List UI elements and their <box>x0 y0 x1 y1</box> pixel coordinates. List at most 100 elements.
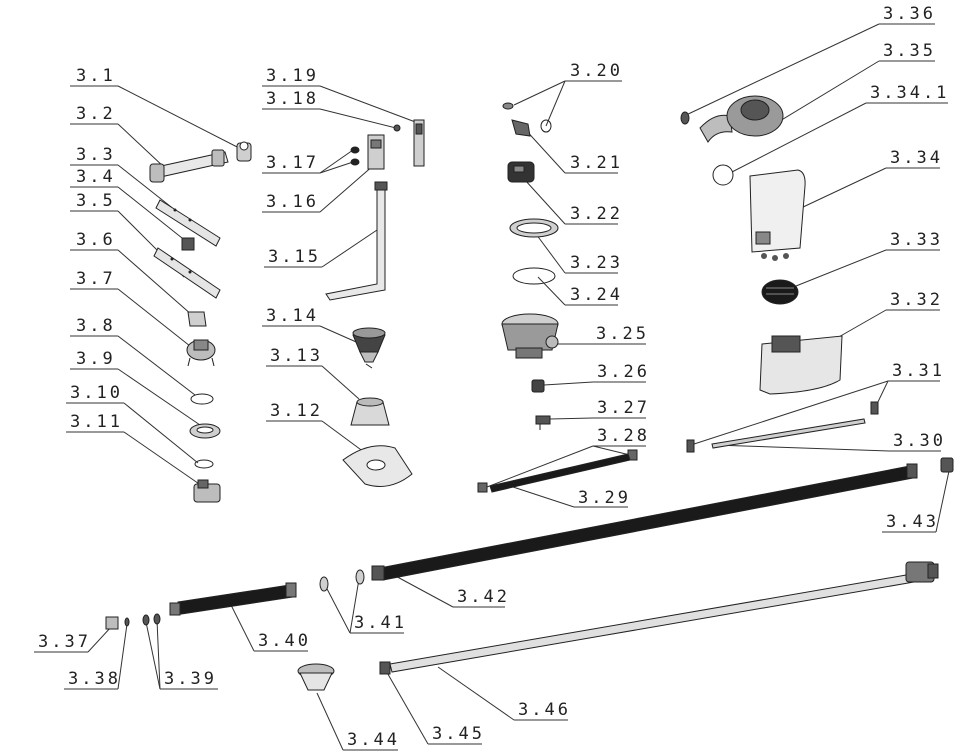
label-3-44: 3.44 <box>347 730 400 750</box>
label-3-41: 3.41 <box>354 613 407 633</box>
part-3-23-filter-ring <box>509 218 559 238</box>
part-3-19-bracket <box>413 119 425 167</box>
label-3-27: 3.27 <box>597 398 650 418</box>
callout-3-22: 3.22 <box>524 179 623 225</box>
callout-3-8: 3.8 <box>70 316 196 396</box>
callout-3-40: 3.40 <box>229 602 308 652</box>
part-3-16-connector <box>367 134 385 170</box>
label-3-33: 3.33 <box>890 230 943 250</box>
callout-3-21: 3.21 <box>522 126 623 174</box>
part-3-5-lower-spray-arm <box>153 247 221 299</box>
callout-3-36: 3.36 <box>683 4 935 117</box>
callout-3-25: 3.25 <box>548 324 649 345</box>
callout-3-4: 3.4 <box>70 167 183 239</box>
label-3-32: 3.32 <box>890 290 943 310</box>
label-3-31: 3.31 <box>892 361 945 381</box>
part-3-17-o-rings <box>350 146 360 166</box>
part-3-29-short-hose <box>489 453 631 493</box>
callout-3-26: 3.26 <box>543 362 650 386</box>
part-3-41-clamps <box>319 569 365 592</box>
label-3-35: 3.35 <box>883 41 936 61</box>
part-3-33-grille-cover <box>761 279 799 305</box>
part-3-27-sensor-clip <box>535 415 551 430</box>
part-3-2-upper-spray-arm-pipe <box>149 149 229 183</box>
callout-3-37: 3.37 <box>34 625 113 653</box>
part-3-35-circulation-pump <box>699 95 784 143</box>
label-3-14: 3.14 <box>266 306 319 326</box>
callout-3-39: 3.39 <box>145 619 218 690</box>
label-3-3: 3.3 <box>76 145 116 165</box>
part-3-15-feed-tube <box>325 181 388 301</box>
label-3-45: 3.45 <box>432 724 485 744</box>
callout-3-29: 3.29 <box>509 485 628 508</box>
part-3-36-washer <box>680 111 690 125</box>
part-3-13-filter-cone <box>350 397 390 426</box>
part-3-4-spray-nut <box>181 237 195 251</box>
label-3-9: 3.9 <box>76 349 116 369</box>
label-3-34: 3.34 <box>890 148 943 168</box>
part-3-10-o-ring <box>194 459 214 469</box>
callout-3-9: 3.9 <box>70 349 201 426</box>
label-3-42: 3.42 <box>457 587 510 607</box>
part-3-24-gasket <box>512 267 556 285</box>
part-3-9-seal-ring <box>189 423 221 439</box>
label-3-16: 3.16 <box>266 192 319 212</box>
label-3-5: 3.5 <box>76 191 116 211</box>
part-3-6-clip <box>187 311 207 327</box>
callout-3-42: 3.42 <box>389 572 510 608</box>
callout-3-1: 3.1 <box>70 66 244 151</box>
label-3-22: 3.22 <box>570 204 623 224</box>
callout-3-24: 3.24 <box>537 276 623 306</box>
label-3-38: 3.38 <box>68 669 121 689</box>
label-3-4: 3.4 <box>76 167 116 187</box>
part-3-30-thin-tube <box>711 418 866 449</box>
callout-3-30: 3.30 <box>713 431 946 452</box>
part-3-22-sensor <box>507 161 535 183</box>
label-3-25: 3.25 <box>596 324 649 344</box>
callout-3-2: 3.2 <box>70 104 166 169</box>
callout-3-32: 3.32 <box>822 290 943 347</box>
part-3-38-washer <box>124 617 130 627</box>
callout-3-12: 3.12 <box>266 401 369 456</box>
part-3-14-filter <box>352 327 386 369</box>
label-3-24: 3.24 <box>570 285 623 305</box>
part-3-44-funnel <box>297 663 335 691</box>
label-3-10: 3.10 <box>70 383 123 403</box>
part-3-34-1-o-ring <box>712 164 734 186</box>
label-3-26: 3.26 <box>597 362 650 382</box>
label-3-7: 3.7 <box>76 269 116 289</box>
callout-3-13: 3.13 <box>266 346 360 400</box>
part-3-40-corrugated-hose <box>169 582 297 616</box>
callout-3-6: 3.6 <box>70 230 193 316</box>
label-3-13: 3.13 <box>270 346 323 366</box>
callout-3-28: 3.28 <box>486 426 647 488</box>
callout-3-15: 3.15 <box>264 227 381 268</box>
label-3-30: 3.30 <box>893 431 946 451</box>
label-3-19: 3.19 <box>266 66 319 86</box>
callout-3-11: 3.11 <box>66 412 206 489</box>
label-3-21: 3.21 <box>570 153 623 173</box>
label-3-20: 3.20 <box>570 61 623 81</box>
part-3-45-nut <box>379 661 391 675</box>
callout-3-10: 3.10 <box>66 383 199 464</box>
part-3-43-elbow <box>940 457 954 473</box>
part-3-1-elbow-fitting <box>236 141 252 162</box>
part-3-32-motor-unit <box>759 335 843 395</box>
part-3-12-filter-plate <box>342 445 413 487</box>
callout-3-33: 3.33 <box>785 230 943 291</box>
label-3-37: 3.37 <box>38 632 91 652</box>
part-3-18-screw <box>393 124 401 132</box>
part-3-34-heater-housing <box>749 169 806 261</box>
part-3-8-o-ring <box>190 393 214 405</box>
callout-3-34: 3.34 <box>783 148 943 217</box>
part-3-21-fitting <box>511 119 531 137</box>
part-3-42-long-hose <box>371 463 918 581</box>
part-3-3-upper-spray-arm <box>155 199 221 247</box>
label-3-23: 3.23 <box>570 253 623 273</box>
callout-3-38: 3.38 <box>64 623 128 690</box>
callout-3-41: 3.41 <box>324 578 407 634</box>
label-3-1: 3.1 <box>76 66 116 86</box>
callout-3-27: 3.27 <box>549 398 650 420</box>
label-3-8: 3.8 <box>76 316 116 336</box>
